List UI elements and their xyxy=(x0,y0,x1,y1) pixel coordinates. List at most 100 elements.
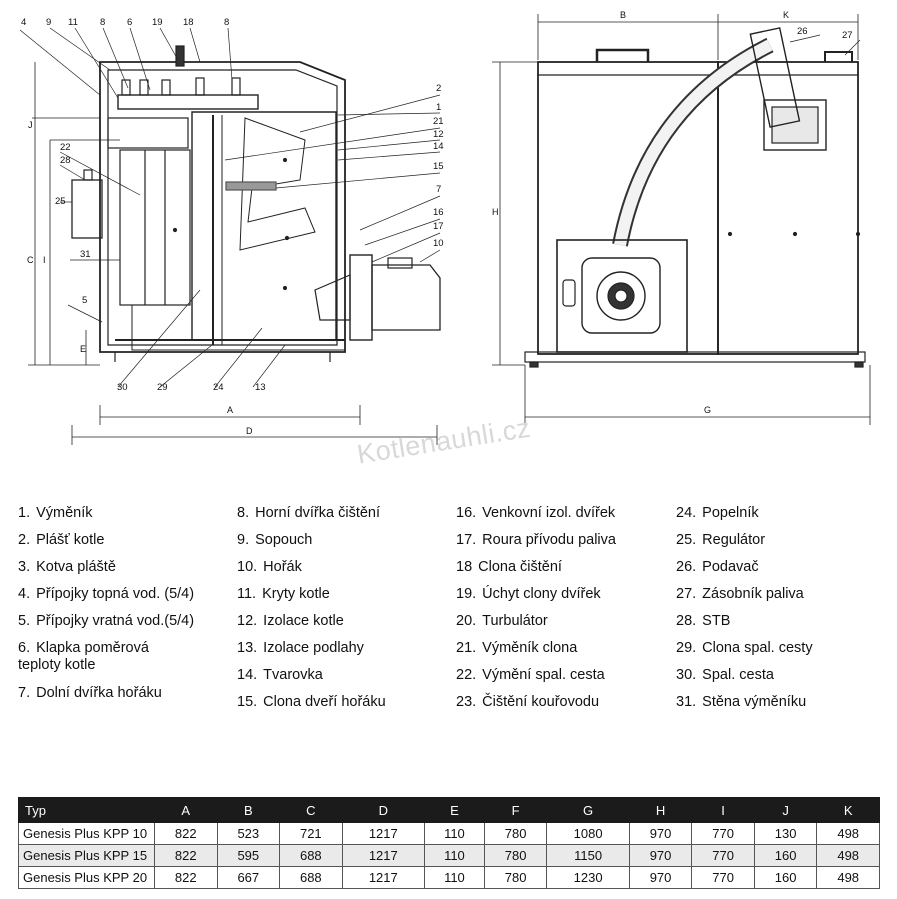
legend-item: 12.Izolace kotle xyxy=(237,613,344,629)
legend-column-1: 1.Výměník 2.Plášť kotle 3.Kotva pláště 4… xyxy=(18,500,194,707)
table-cell: 498 xyxy=(816,844,880,867)
table-cell: 110 xyxy=(424,866,485,889)
table-cell: 780 xyxy=(483,866,548,889)
col-header: E xyxy=(424,797,485,823)
table-cell: 970 xyxy=(628,822,693,845)
dim-k: K xyxy=(783,10,789,20)
table-row: Genesis Plus KPP 10 822 523 721 1217 110… xyxy=(18,822,880,845)
dimension-lines-left xyxy=(28,62,438,445)
table-cell: 595 xyxy=(216,844,281,867)
callout-30: 30 xyxy=(117,382,128,393)
table-cell: 688 xyxy=(279,844,343,867)
dim-e: E xyxy=(80,344,86,354)
dim-a: A xyxy=(227,405,233,415)
col-header: B xyxy=(216,797,281,823)
dim-b: B xyxy=(620,10,626,20)
callout-12: 12 xyxy=(433,129,444,140)
legend-item: 5.Přípojky vratná vod.(5/4) xyxy=(18,613,195,629)
legend-item: 6.Klapka poměrová teploty kotle xyxy=(18,640,149,673)
callout-17: 17 xyxy=(433,221,444,232)
table-cell: 1217 xyxy=(341,866,426,889)
callout-8: 8 xyxy=(100,17,105,28)
dim-i: I xyxy=(43,255,46,265)
table-cell: 160 xyxy=(753,844,818,867)
legend-item: 2.Plášť kotle xyxy=(18,532,105,548)
callout-labels: 4 9 11 8 6 19 18 8 2 1 21 12 14 15 7 16 … xyxy=(21,17,853,393)
dimensions-table: Typ A B C D E F G H I J K Genesis Plus K… xyxy=(18,797,880,889)
table-cell: 780 xyxy=(483,822,548,845)
table-cell: 780 xyxy=(483,844,548,867)
legend-item: 31.Stěna výměníku xyxy=(676,694,807,710)
callout-8b: 8 xyxy=(224,17,229,28)
table-cell: 667 xyxy=(216,866,281,889)
technical-drawing: 4 9 11 8 6 19 18 8 2 1 21 12 14 15 7 16 … xyxy=(19,10,871,445)
table-cell: 110 xyxy=(424,822,485,845)
dim-c: C xyxy=(27,255,34,265)
callout-21: 21 xyxy=(433,116,444,127)
table-cell: 822 xyxy=(154,844,218,867)
legend-item: 4.Přípojky topná vod. (5/4) xyxy=(18,586,195,602)
col-header: Typ xyxy=(18,797,155,823)
callout-14: 14 xyxy=(433,141,444,152)
col-header: D xyxy=(341,797,426,823)
table-cell: 970 xyxy=(628,866,693,889)
callout-22: 22 xyxy=(60,142,71,153)
callout-9: 9 xyxy=(46,17,51,28)
dimension-lines-right xyxy=(492,14,871,425)
legend-item: 8.Horní dvířka čištění xyxy=(237,505,381,521)
table-cell: 498 xyxy=(816,822,880,845)
legend-item: 16.Venkovní izol. dvířek xyxy=(456,505,616,521)
callout-10: 10 xyxy=(433,238,444,249)
table-cell: Genesis Plus KPP 10 xyxy=(18,822,155,845)
table-cell: 523 xyxy=(216,822,281,845)
table-cell: 1230 xyxy=(546,866,630,889)
table-cell: Genesis Plus KPP 20 xyxy=(18,866,155,889)
legend-item: 15.Clona dveří hořáku xyxy=(237,694,386,710)
callout-15: 15 xyxy=(433,161,444,172)
dim-d: D xyxy=(246,426,253,436)
callout-4: 4 xyxy=(21,17,26,28)
legend-item: 30.Spal. cesta xyxy=(676,667,774,683)
callout-19: 19 xyxy=(152,17,163,28)
col-header: C xyxy=(279,797,343,823)
legend-column-4: 24.Popelník 25.Regulátor 26.Podavač 27.Z… xyxy=(676,500,813,716)
table-cell: 770 xyxy=(691,844,755,867)
legend-item: 22.Výmění spal. cesta xyxy=(456,667,605,683)
col-header: A xyxy=(154,797,218,823)
legend-item: 17.Roura přívodu paliva xyxy=(456,532,616,548)
legend-item: 13.Izolace podlahy xyxy=(237,640,364,656)
col-header: I xyxy=(691,797,755,823)
table-cell: Genesis Plus KPP 15 xyxy=(18,844,155,867)
legend-item: 14.Tvarovka xyxy=(237,667,323,683)
legend-item: 26.Podavač xyxy=(676,559,759,575)
table-cell: 1150 xyxy=(546,844,630,867)
legend-item: 29.Clona spal. cesty xyxy=(676,640,813,656)
table-row: Genesis Plus KPP 20 822 667 688 1217 110… xyxy=(18,866,880,889)
table-cell: 1217 xyxy=(341,844,426,867)
boiler-cross-section xyxy=(71,45,441,362)
callout-27: 27 xyxy=(842,30,853,41)
callout-2: 2 xyxy=(436,83,441,94)
table-cell: 688 xyxy=(279,866,343,889)
dimension-labels: A B C D E G H I J K xyxy=(27,10,789,436)
leader-lines xyxy=(19,27,861,388)
col-header: G xyxy=(546,797,630,823)
table-cell: 970 xyxy=(628,844,693,867)
col-header: K xyxy=(816,797,880,823)
table-cell: 770 xyxy=(691,866,755,889)
table-header-row: Typ A B C D E F G H I J K xyxy=(18,797,880,823)
table-row: Genesis Plus KPP 15 822 595 688 1217 110… xyxy=(18,844,880,867)
callout-28: 28 xyxy=(60,155,71,166)
callout-18: 18 xyxy=(183,17,194,28)
dim-h: H xyxy=(492,207,499,217)
legend-item: 3.Kotva pláště xyxy=(18,559,116,575)
legend-column-2: 8.Horní dvířka čištění 9.Sopouch 10.Hořá… xyxy=(237,500,386,716)
callout-11: 11 xyxy=(68,17,78,28)
legend-item: 25.Regulátor xyxy=(676,532,766,548)
legend-column-3: 16.Venkovní izol. dvířek 17.Roura přívod… xyxy=(456,500,616,716)
legend-item: 20.Turbulátor xyxy=(456,613,548,629)
legend-item: 10.Hořák xyxy=(237,559,302,575)
callout-16: 16 xyxy=(433,207,444,218)
table-cell: 1217 xyxy=(341,822,426,845)
table-cell: 160 xyxy=(753,866,818,889)
